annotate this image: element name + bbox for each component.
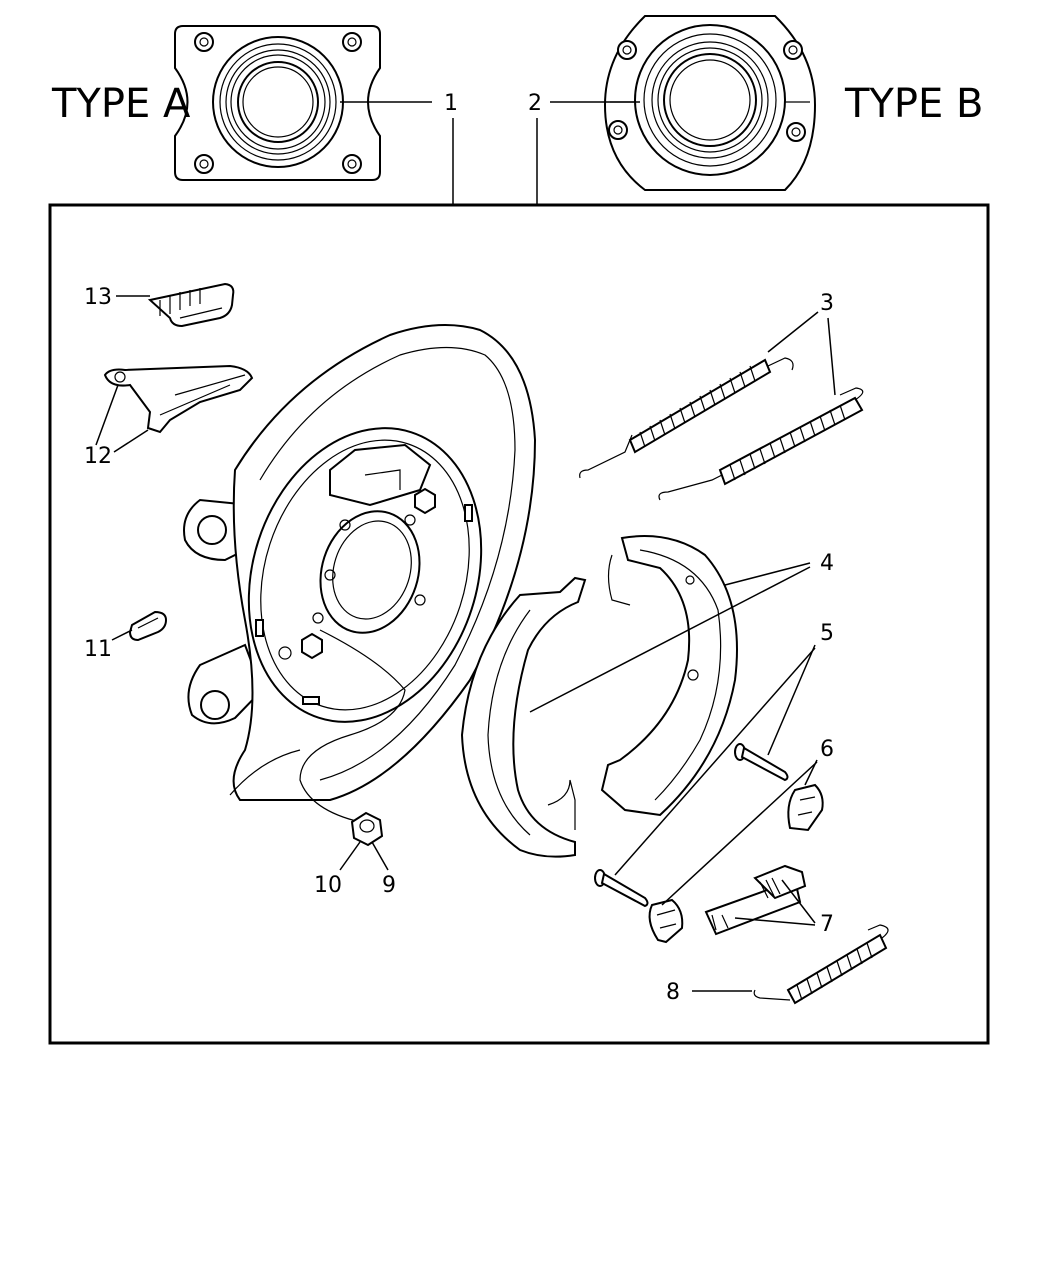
leader-11 [111,629,133,641]
part-6-retainer-upper [787,783,824,832]
part-4-shoe-left [460,576,587,858]
main-frame [48,203,990,1045]
leader-10 [339,841,361,871]
callout-9: 9 [382,873,396,898]
backing-plate [183,324,537,823]
part-8-spring [753,924,889,1005]
part-7-adjuster [704,864,807,936]
callout-3: 3 [820,291,834,316]
part-3-spring-upper [579,357,794,479]
callout-11: 11 [84,637,112,662]
leader-6b [661,761,818,906]
callout-8: 8 [666,980,680,1005]
bearing-plate-type-b [603,15,817,191]
type-b-label: TYPE B [844,81,983,127]
leader-3a [767,311,819,353]
leader-5a [767,644,816,756]
callout-2: 2 [528,91,542,116]
leader-7a [781,879,816,924]
callout-12: 12 [84,444,112,469]
callout-10: 10 [314,873,342,898]
leader-3b [827,317,836,396]
part-6-retainer-lower [648,898,684,944]
part-5-pin-upper [734,743,789,782]
bearing-plate-type-a [174,25,381,181]
leader-7b [734,917,816,926]
leader-9 [371,841,389,871]
part-12-lever [103,364,254,434]
leader-12b [113,429,149,453]
callout-1: 1 [444,91,458,116]
leader-12a [95,384,119,446]
callout-13: 13 [84,285,112,310]
callout-5: 5 [820,621,834,646]
leader-4a [724,562,811,586]
part-9-10-nut [350,811,384,847]
leader-4b [529,566,811,713]
leader-5b [614,647,816,876]
part-13-clip [147,282,235,328]
type-a-label: TYPE A [51,81,191,127]
callout-6: 6 [820,737,834,762]
callout-7: 7 [820,912,834,937]
callout-4: 4 [820,551,834,576]
part-11-plug [128,610,168,642]
part-3-spring-lower [658,387,864,501]
part-5-pin-lower [594,869,649,908]
part-4-shoe-right [600,535,738,817]
